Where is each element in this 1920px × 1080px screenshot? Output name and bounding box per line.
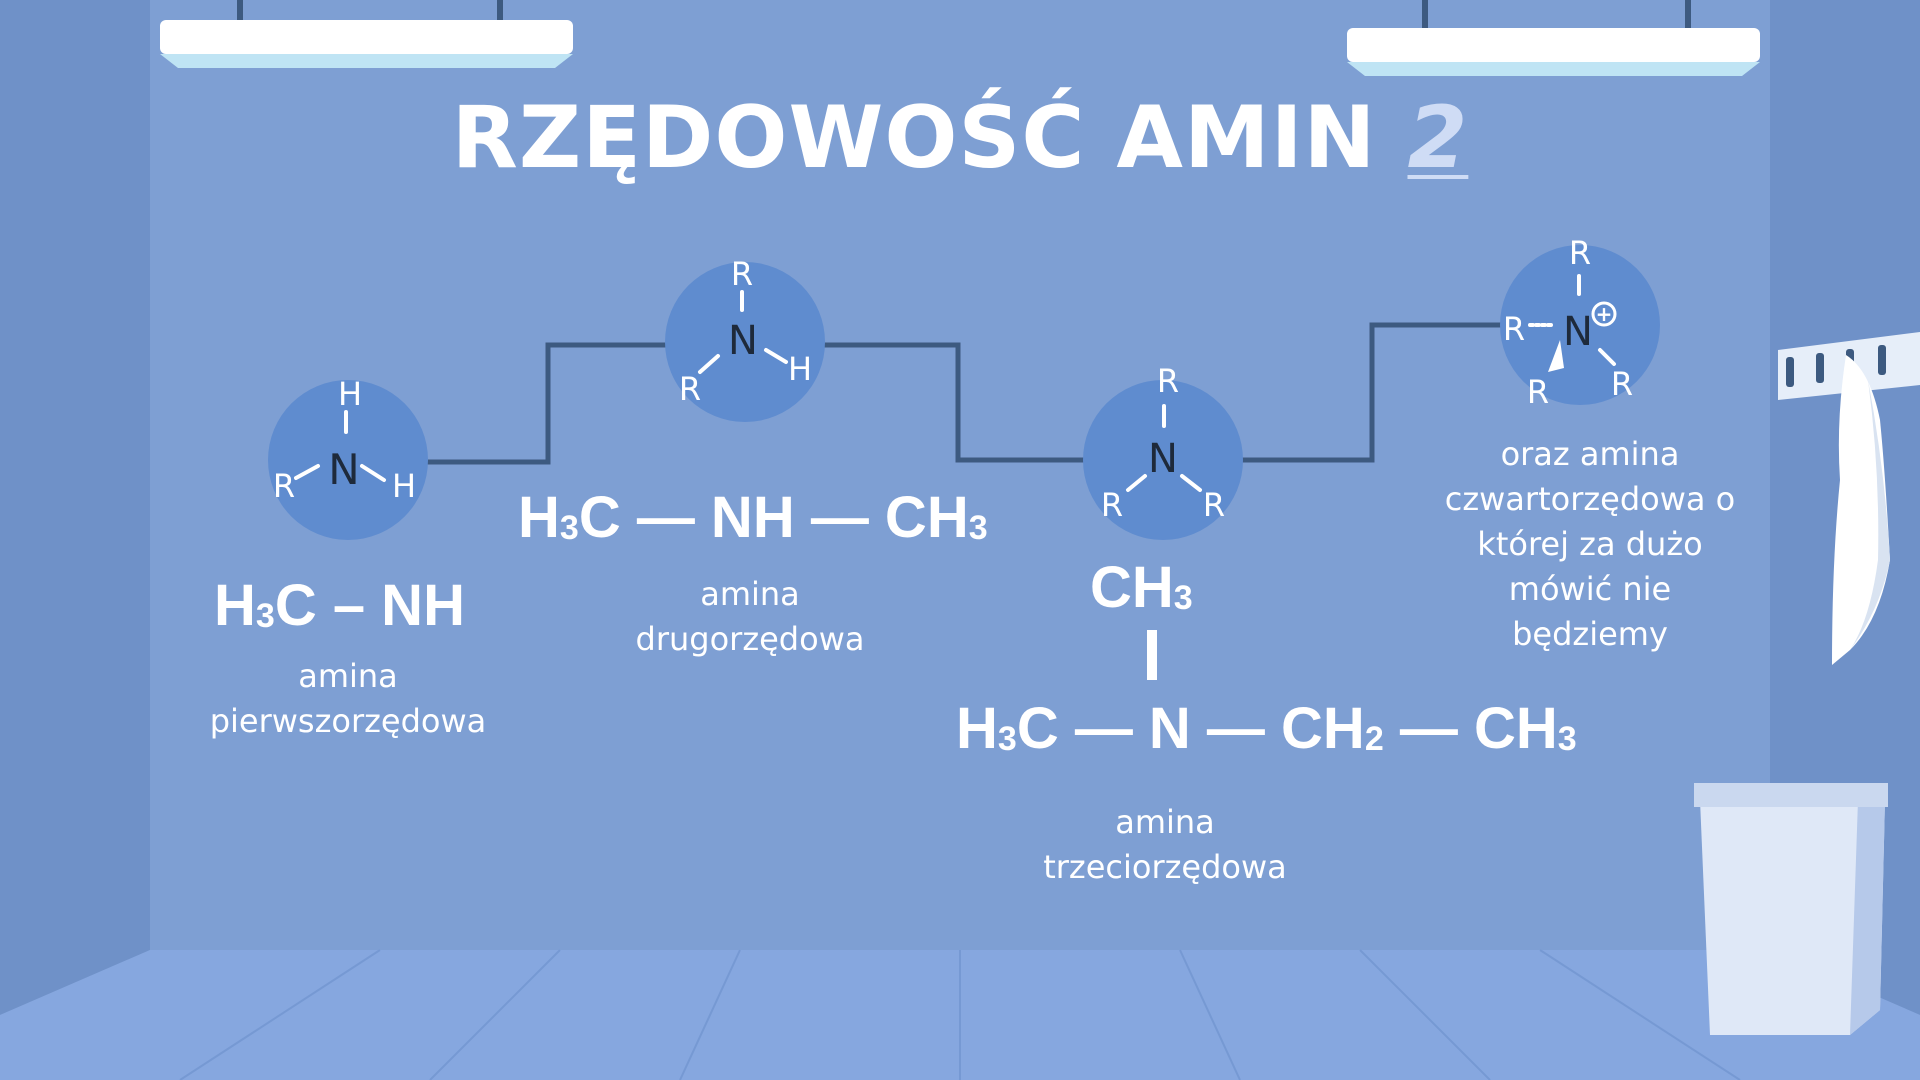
primary-right-atom: H <box>392 467 416 505</box>
primary-caption-line: amina <box>298 657 398 695</box>
quaternary-caption: oraz amina czwartorzędowa o której za du… <box>1400 432 1780 657</box>
secondary-caption: amina drugorzędowa <box>560 572 940 662</box>
tertiary-formula: H3C — N — CH2 — CH3 <box>956 695 1577 762</box>
quaternary-top-atom: R <box>1569 234 1591 272</box>
tertiary-vertical-bond <box>1147 630 1157 680</box>
tertiary-formula-subscript: 2 <box>1364 720 1384 758</box>
title-number: 2 <box>1407 88 1469 188</box>
tertiary-top-group: CH3 <box>1090 554 1193 621</box>
quaternary-amine-circle <box>1500 245 1660 405</box>
ceiling-lamp-right <box>1347 0 1760 76</box>
primary-formula-part: H <box>214 573 256 638</box>
primary-left-atom: R <box>273 467 295 505</box>
secondary-top-atom: R <box>731 255 753 293</box>
tertiary-caption: amina trzeciorzędowa <box>980 800 1350 890</box>
tertiary-formula-part: H <box>956 696 998 761</box>
secondary-amine-diagram: N R R H <box>665 255 825 422</box>
tertiary-center-atom: N <box>1148 436 1178 482</box>
left-wall <box>0 0 150 1015</box>
quaternary-caption-line: mówić nie <box>1508 570 1672 608</box>
secondary-formula-subscript: 3 <box>968 509 988 547</box>
tertiary-formula-subscript: 3 <box>997 720 1017 758</box>
tertiary-right-atom: R <box>1203 486 1225 524</box>
primary-formula: H3C – NH <box>214 572 465 639</box>
quaternary-amine-diagram: N + R R R R <box>1500 234 1660 411</box>
page-title: RZĘDOWOŚĆ AMIN 2 <box>0 88 1920 188</box>
tertiary-top-group-part: CH <box>1090 555 1174 620</box>
tertiary-amine-diagram: N R R R <box>1083 362 1243 540</box>
secondary-formula: H3C — NH — CH3 <box>518 484 988 551</box>
quaternary-bottom-right-atom: R <box>1611 365 1633 403</box>
secondary-right-atom: H <box>788 350 812 388</box>
quaternary-left-atom: R <box>1503 310 1525 348</box>
tertiary-left-atom: R <box>1101 486 1123 524</box>
secondary-formula-part: C — NH — CH <box>578 485 969 550</box>
towel-icon <box>1832 355 1890 665</box>
tertiary-formula-part: — CH <box>1383 696 1558 761</box>
floor-lines <box>179 949 1741 1080</box>
secondary-caption-line: amina <box>700 575 800 613</box>
secondary-amine-circle <box>665 262 825 422</box>
quaternary-center-atom: N <box>1563 309 1593 355</box>
quaternary-caption-line: której za dużo <box>1477 525 1703 563</box>
quaternary-bottom-left-atom: R <box>1527 373 1549 411</box>
tertiary-caption-line: amina <box>1115 803 1215 841</box>
tertiary-caption-line: trzeciorzędowa <box>1043 848 1287 886</box>
positive-charge-icon <box>1591 301 1617 327</box>
wedge-bond <box>1548 340 1564 372</box>
primary-formula-subscript: 3 <box>255 597 275 635</box>
connector-line <box>420 322 1505 465</box>
primary-amine-circle <box>268 380 428 540</box>
secondary-caption-line: drugorzędowa <box>635 620 865 658</box>
secondary-formula-subscript: 3 <box>559 509 579 547</box>
tertiary-top-atom: R <box>1157 362 1179 400</box>
secondary-left-atom: R <box>679 370 701 408</box>
primary-top-atom: H <box>338 375 362 413</box>
ceiling-lamp-left <box>160 0 573 68</box>
tertiary-amine-circle <box>1083 380 1243 540</box>
trash-bin-icon <box>1694 783 1888 1035</box>
tertiary-formula-subscript: 3 <box>1557 720 1577 758</box>
quaternary-caption-line: będziemy <box>1512 615 1668 653</box>
title-main: RZĘDOWOŚĆ AMIN <box>451 88 1377 188</box>
primary-center-atom: N <box>328 445 359 494</box>
quaternary-charge: + <box>1596 302 1613 326</box>
tertiary-formula-part: C — N — CH <box>1016 696 1365 761</box>
tertiary-top-group-subscript: 3 <box>1173 579 1193 617</box>
quaternary-caption-line: czwartorzędowa o <box>1444 480 1736 518</box>
primary-caption-line: pierwszorzędowa <box>209 702 487 740</box>
quaternary-caption-line: oraz amina <box>1500 435 1680 473</box>
primary-amine-diagram: N H R H <box>268 375 428 540</box>
secondary-formula-part: H <box>518 485 560 550</box>
secondary-center-atom: N <box>728 318 758 364</box>
primary-formula-part: C – NH <box>274 573 465 638</box>
primary-caption: amina pierwszorzędowa <box>150 654 546 744</box>
